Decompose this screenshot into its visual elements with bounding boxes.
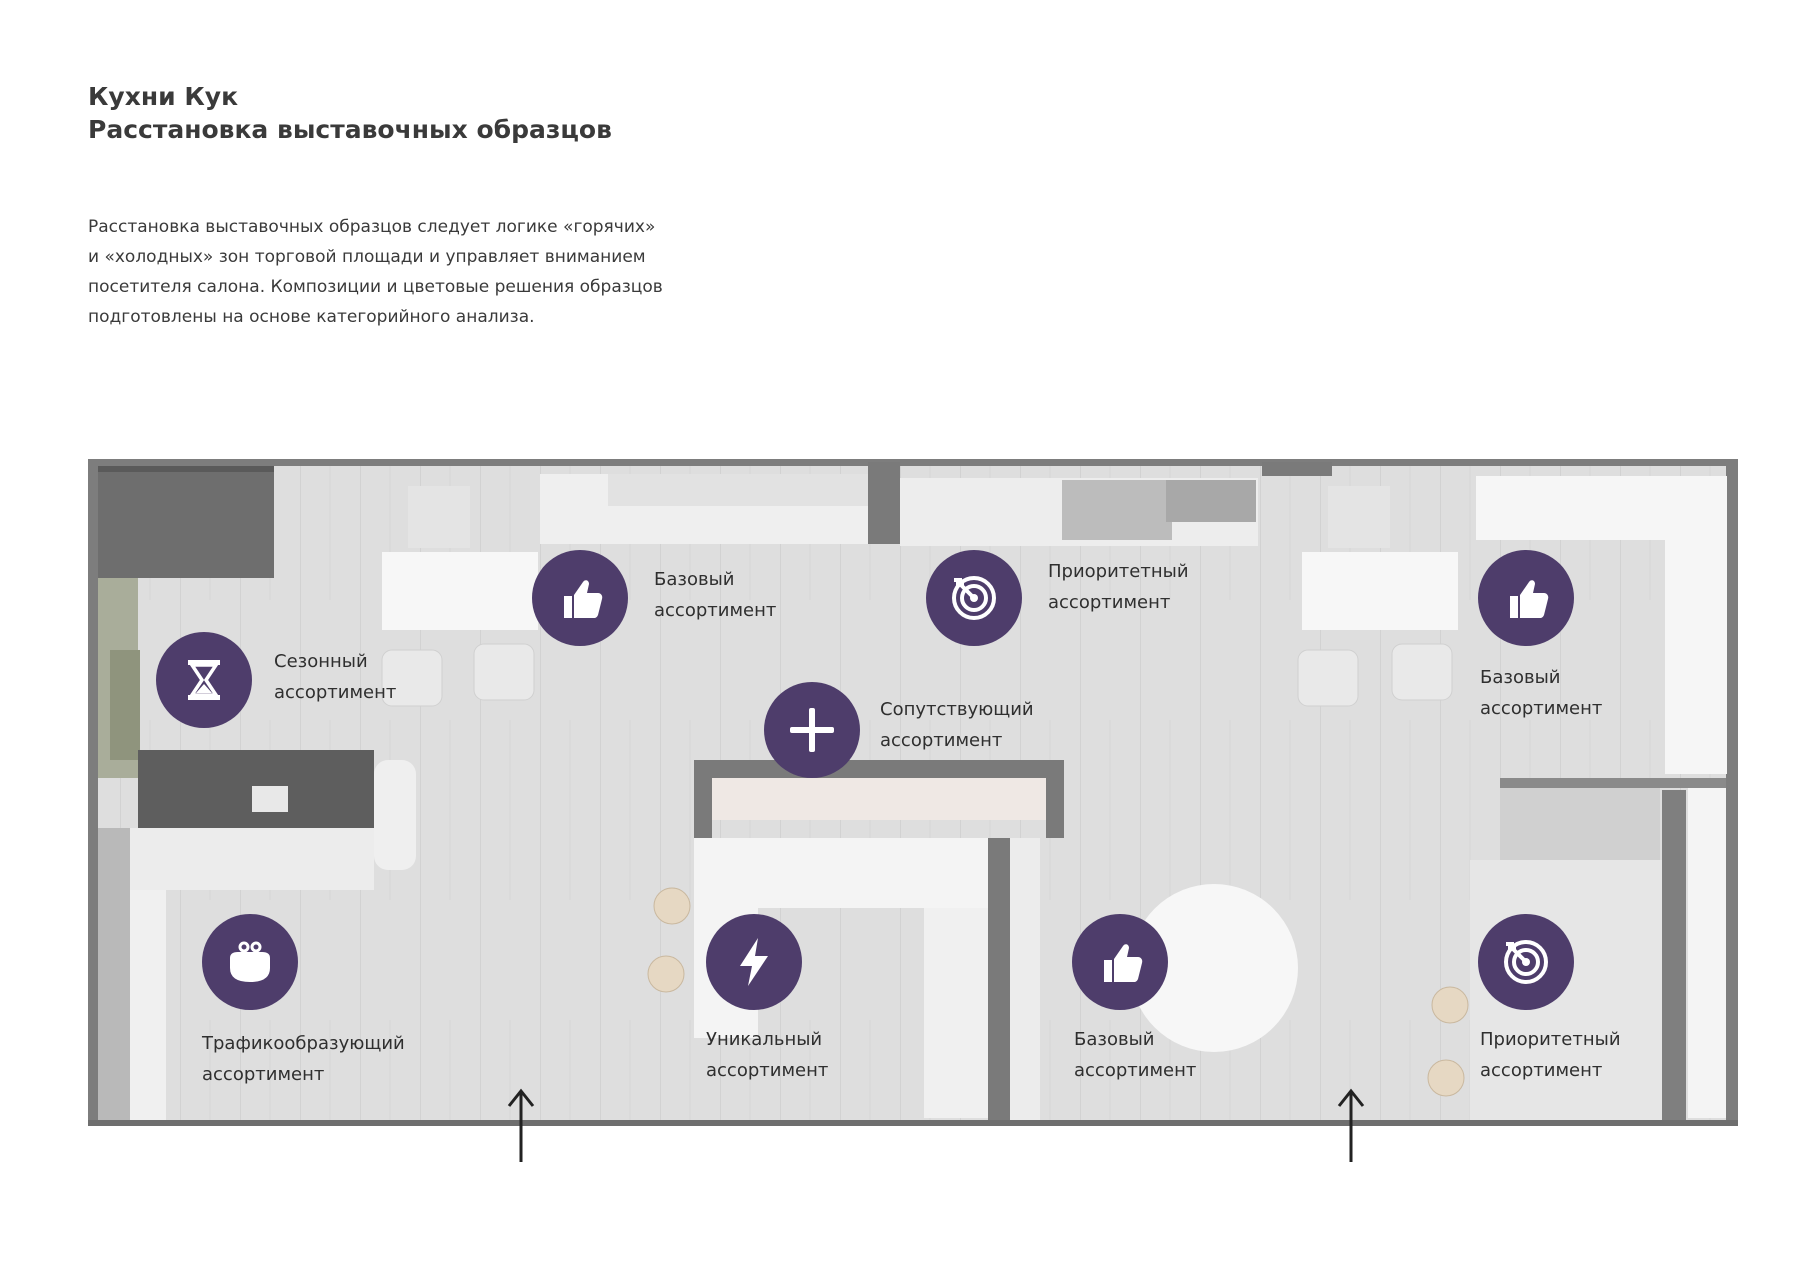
zone-label-line: ассортимент <box>274 682 397 703</box>
round-table <box>1130 884 1298 1052</box>
storage-block <box>98 466 274 578</box>
zone-label-line: Базовый <box>1074 1029 1155 1050</box>
zone-label-line: ассортимент <box>1048 592 1171 613</box>
zone-3-label: Базовый ассортимент <box>1480 662 1602 724</box>
page-title: Кухни Кук Расстановка выставочных образц… <box>88 80 612 146</box>
zone-1-label: Базовый ассортимент <box>654 564 776 626</box>
zone-label-line: ассортимент <box>654 600 777 621</box>
right-counter <box>1500 778 1660 868</box>
lightning-icon <box>740 938 768 986</box>
zone-label-line: ассортимент <box>880 730 1003 751</box>
plus-icon <box>790 708 834 752</box>
hourglass-icon <box>188 660 220 700</box>
zone-label-line: ассортимент <box>1480 1060 1603 1081</box>
thumbs-up-icon <box>564 580 603 618</box>
target-icon <box>1504 940 1548 984</box>
zone-label-line: ассортимент <box>1480 698 1603 719</box>
zone-label-line: Сезонный <box>274 651 368 672</box>
zone-2-badge <box>926 550 1022 646</box>
light-island <box>130 828 374 890</box>
wall-segment <box>1262 462 1332 476</box>
zone-6-badge <box>202 914 298 1010</box>
entrance-arrow-icon <box>507 1088 535 1162</box>
entrance-arrow-icon <box>1337 1088 1365 1162</box>
intro-line-1: Расстановка выставочных образцов следует… <box>88 217 656 237</box>
zone-5-label: Сопутствующий ассортимент <box>880 694 1034 756</box>
zone-label-line: Базовый <box>654 569 735 590</box>
zone-8-badge <box>1072 914 1168 1010</box>
intro-line-4: подготовлены на основе категорийного ана… <box>88 307 535 327</box>
title-line-1: Кухни Кук <box>88 82 239 111</box>
zone-8-label: Базовый ассортимент <box>1074 1024 1196 1086</box>
wall-segment <box>868 462 900 544</box>
zone-label-line: Приоритетный <box>1480 1029 1621 1050</box>
thumbs-up-icon <box>1104 944 1143 982</box>
intro-line-2: и «холодных» зон торговой площади и упра… <box>88 247 646 267</box>
zone-4-label: Сезонный ассортимент <box>274 646 396 708</box>
zone-label-line: ассортимент <box>706 1060 829 1081</box>
zone-6-label: Трафикообразующий ассортимент <box>202 1028 405 1090</box>
thumbs-up-icon <box>1510 580 1549 618</box>
title-line-2: Расстановка выставочных образцов <box>88 115 612 144</box>
zone-7-label: Уникальный ассортимент <box>706 1024 828 1086</box>
zone-2-label: Приоритетный ассортимент <box>1048 556 1189 618</box>
zone-label-line: ассортимент <box>1074 1060 1197 1081</box>
zone-label-line: Трафикообразующий <box>202 1033 405 1054</box>
central-wall <box>694 760 1064 778</box>
desk-left <box>382 552 538 630</box>
zone-label-line: Уникальный <box>706 1029 823 1050</box>
zone-label-line: ассортимент <box>202 1064 325 1085</box>
zone-9-badge <box>1478 914 1574 1010</box>
zone-3-badge <box>1478 550 1574 646</box>
target-icon <box>952 576 996 620</box>
zone-label-line: Сопутствующий <box>880 699 1034 720</box>
intro-text: Расстановка выставочных образцов следует… <box>88 212 663 332</box>
purse-icon <box>230 941 270 982</box>
zone-1-badge <box>532 550 628 646</box>
intro-line-3: посетителя салона. Композиции и цветовые… <box>88 277 663 297</box>
zone-4-badge <box>156 632 252 728</box>
zone-7-badge <box>706 914 802 1010</box>
zone-5-badge <box>764 682 860 778</box>
zone-9-label: Приоритетный ассортимент <box>1480 1024 1621 1086</box>
zone-label-line: Приоритетный <box>1048 561 1189 582</box>
zone-label-line: Базовый <box>1480 667 1561 688</box>
desk-right <box>1302 552 1458 630</box>
